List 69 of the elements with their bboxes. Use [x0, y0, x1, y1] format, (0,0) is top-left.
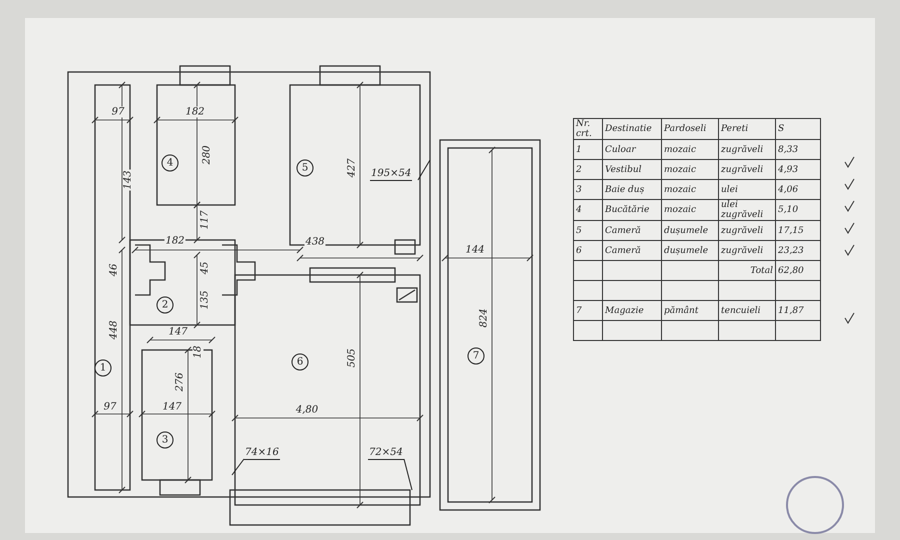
table-cell: 7 — [574, 300, 602, 320]
table-cell: mozaic — [662, 140, 718, 160]
dimension-label: 18 — [192, 344, 204, 360]
table-cell: Baie duș — [602, 180, 662, 200]
table-cell: ulei zugrăveli — [718, 200, 776, 220]
table-cell: Pereti — [718, 118, 776, 140]
table-cell: 17,15 — [776, 220, 820, 240]
table-cell: zugrăveli — [718, 220, 776, 240]
table-cell: 6 — [574, 240, 602, 260]
table-cell: 5,10 — [776, 200, 820, 220]
table-cell: mozaic — [662, 180, 718, 200]
table-cell: mozaic — [662, 200, 718, 220]
dimension-label: 280 — [202, 144, 212, 166]
table-cell: Cameră — [602, 240, 662, 260]
dimension-label: 438 — [304, 236, 326, 248]
table-cell: dușumele — [662, 240, 718, 260]
table-cell: ulei — [718, 180, 776, 200]
dimension-label: 448 — [108, 319, 120, 341]
table-cell: 4 — [574, 200, 602, 220]
dimension-label: 505 — [346, 347, 358, 369]
table-cell: 5 — [574, 220, 602, 240]
table-cell: Destinatie — [602, 118, 662, 140]
dimension-label: 97 — [110, 106, 126, 118]
table-cell: pământ — [662, 300, 718, 320]
table-cell: Culoar — [602, 140, 662, 160]
table-cell: 4,93 — [776, 160, 820, 180]
table-cell: Nr. crt. — [574, 118, 602, 140]
dimension-label: 45 — [200, 260, 210, 276]
dimension-label: 143 — [122, 169, 134, 191]
leader-line — [404, 458, 412, 490]
table-cell: 8,33 — [776, 140, 820, 160]
dimension-label: 117 — [200, 209, 210, 231]
dimension-label: 276 — [174, 371, 186, 393]
dimension-label: 97 — [102, 402, 118, 412]
table-cell: Vestibul — [602, 160, 662, 180]
table-cell: mozaic — [662, 160, 718, 180]
note-label: 72×54 — [368, 447, 404, 460]
dimension-label: 147 — [161, 402, 183, 412]
table-cell: 4,06 — [776, 180, 820, 200]
table-cell: tencuieli — [718, 300, 776, 320]
dimension-label: 182 — [184, 106, 206, 118]
table-cell: Pardoseli — [662, 118, 718, 140]
leader-line — [418, 160, 430, 180]
table-cell: Cameră — [602, 220, 662, 240]
dimension-label: 46 — [108, 262, 120, 278]
dimension-label: 4,80 — [294, 404, 320, 416]
dimension-label: 135 — [200, 289, 210, 311]
table-cell: 62,80 — [776, 260, 820, 280]
table-cell: Magazie — [602, 300, 662, 320]
dimension-label: 144 — [464, 244, 486, 256]
table-cell: 11,87 — [776, 300, 820, 320]
table-cell: 23,23 — [776, 240, 820, 260]
table-cell: 2 — [574, 160, 602, 180]
table-cell: 3 — [574, 180, 602, 200]
dimension-label: 147 — [167, 326, 189, 338]
dimension-label: 182 — [164, 236, 186, 246]
note-label: 74×16 — [244, 447, 280, 460]
dimension-label: 824 — [478, 307, 490, 329]
table-cell: 1 — [574, 140, 602, 160]
leader-line — [232, 458, 244, 476]
note-label: 195×54 — [370, 168, 412, 181]
dimension-label: 427 — [346, 157, 358, 179]
table-cell: zugrăveli — [718, 140, 776, 160]
table-cell: Total — [718, 260, 776, 280]
table-cell: Bucătărie — [602, 200, 662, 220]
table-cell: S — [776, 118, 820, 140]
table-cell: zugrăveli — [718, 160, 776, 180]
table-cell: zugrăveli — [718, 240, 776, 260]
table-cell: dușumele — [662, 220, 718, 240]
